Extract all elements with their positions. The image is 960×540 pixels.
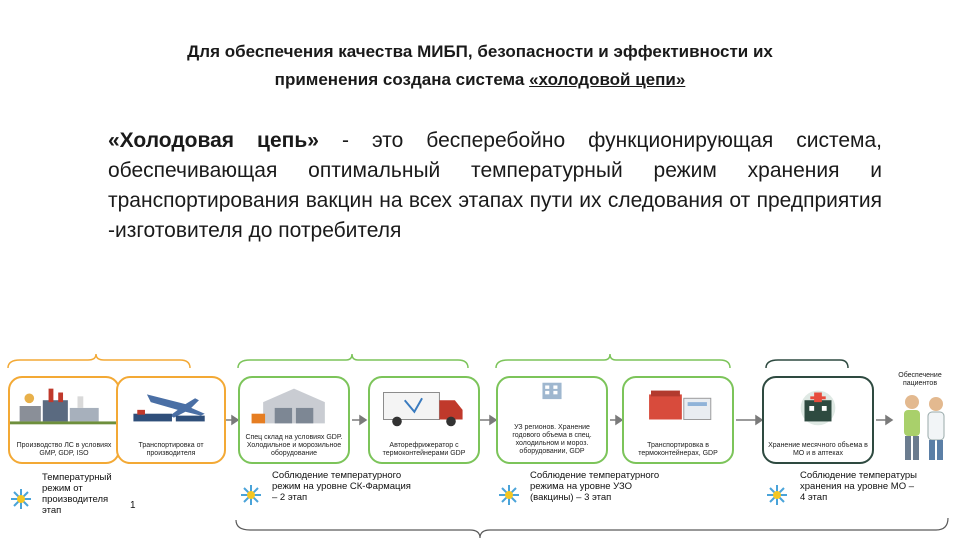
heading-line-1: Для обеспечения качества МИБП, безопасно… [187, 42, 773, 61]
stage-1-text: Температурный режим от производителя [42, 472, 112, 505]
factory-icon [10, 388, 118, 425]
card-production: Производство ЛС в условиях GMP, GDP, ISO [8, 376, 120, 464]
card-mo-storage-caption: Хранение месячного объема в МО и в аптек… [768, 442, 868, 457]
doctor-patient-icon [904, 395, 945, 460]
definition-term: «Холодовая цепь» [108, 129, 319, 152]
definition-paragraph: «Холодовая цепь» - это бесперебойно функ… [108, 126, 882, 246]
definition-text: - это бесперебойно функционирующая систе… [108, 129, 883, 242]
stage-2-label: Соблюдение температурного режим на уровн… [272, 470, 411, 503]
stage-1-tail: этап [42, 505, 62, 516]
heading-line-2: применения создана система «холодовой це… [120, 66, 840, 94]
snowflake-icon [767, 485, 787, 505]
heading-cold-chain-term: «холодовой цепи» [529, 70, 686, 89]
card-warehouse-caption: Спец склад на условиях GDP. Холодильное … [245, 434, 343, 457]
top-brace-2 [237, 353, 469, 369]
slide-heading: Для обеспечения качества МИБП, безопасно… [120, 38, 840, 94]
stage-3-label: Соблюдение температурного режима на уров… [530, 470, 660, 503]
card-thermo-transport: Транспортировка в термоконтейнерах, GDP [622, 376, 734, 464]
card-warehouse: Спец склад на условиях GDP. Холодильное … [238, 376, 350, 464]
card-transport-producer-caption: Транспортировка от производителя [138, 442, 204, 457]
snowflake-icon [241, 485, 261, 505]
card-transport-producer: Транспортировка от производителя [116, 376, 226, 464]
card-refrigerated-truck-caption: Авторефрижератор с термоконтейнерами GDP [382, 442, 466, 457]
card-regional-storage-caption: УЗ регионов. Хранение годового объема в … [512, 424, 592, 455]
card-mo-storage: Хранение месячного объема в МО и в аптек… [762, 376, 874, 464]
bottom-brace [235, 517, 949, 539]
regional-building-icon [542, 382, 562, 400]
card-thermo-transport-caption: Транспортировка в термоконтейнерах, GDP [638, 442, 718, 457]
stage-1-number: 1 [130, 500, 136, 511]
card-refrigerated-truck: Авторефрижератор с термоконтейнерами GDP [368, 376, 480, 464]
snowflake-icon [499, 485, 519, 505]
transport-plane-ship-icon [133, 394, 205, 422]
top-brace-3 [495, 353, 731, 369]
card-production-caption: Производство ЛС в условиях GMP, GDP, ISO [16, 442, 112, 457]
card-regional-storage: УЗ регионов. Хранение годового объема в … [496, 376, 608, 464]
stage-1-label: Температурный режим от производителя эта… [42, 472, 128, 516]
hospital-icon [800, 390, 836, 426]
patient-label: Обеспечение пациентов [898, 372, 942, 387]
stage-4-label: Соблюдение температуры хранения на уровн… [800, 470, 917, 503]
warehouse-icon [251, 388, 325, 424]
refrigerated-truck-icon [383, 392, 463, 427]
top-brace-4 [765, 359, 849, 369]
heading-line-2-prefix: применения создана система [274, 70, 530, 89]
thermo-container-icon [649, 390, 712, 420]
snowflake-icon [11, 489, 31, 509]
top-brace-1 [7, 353, 191, 369]
